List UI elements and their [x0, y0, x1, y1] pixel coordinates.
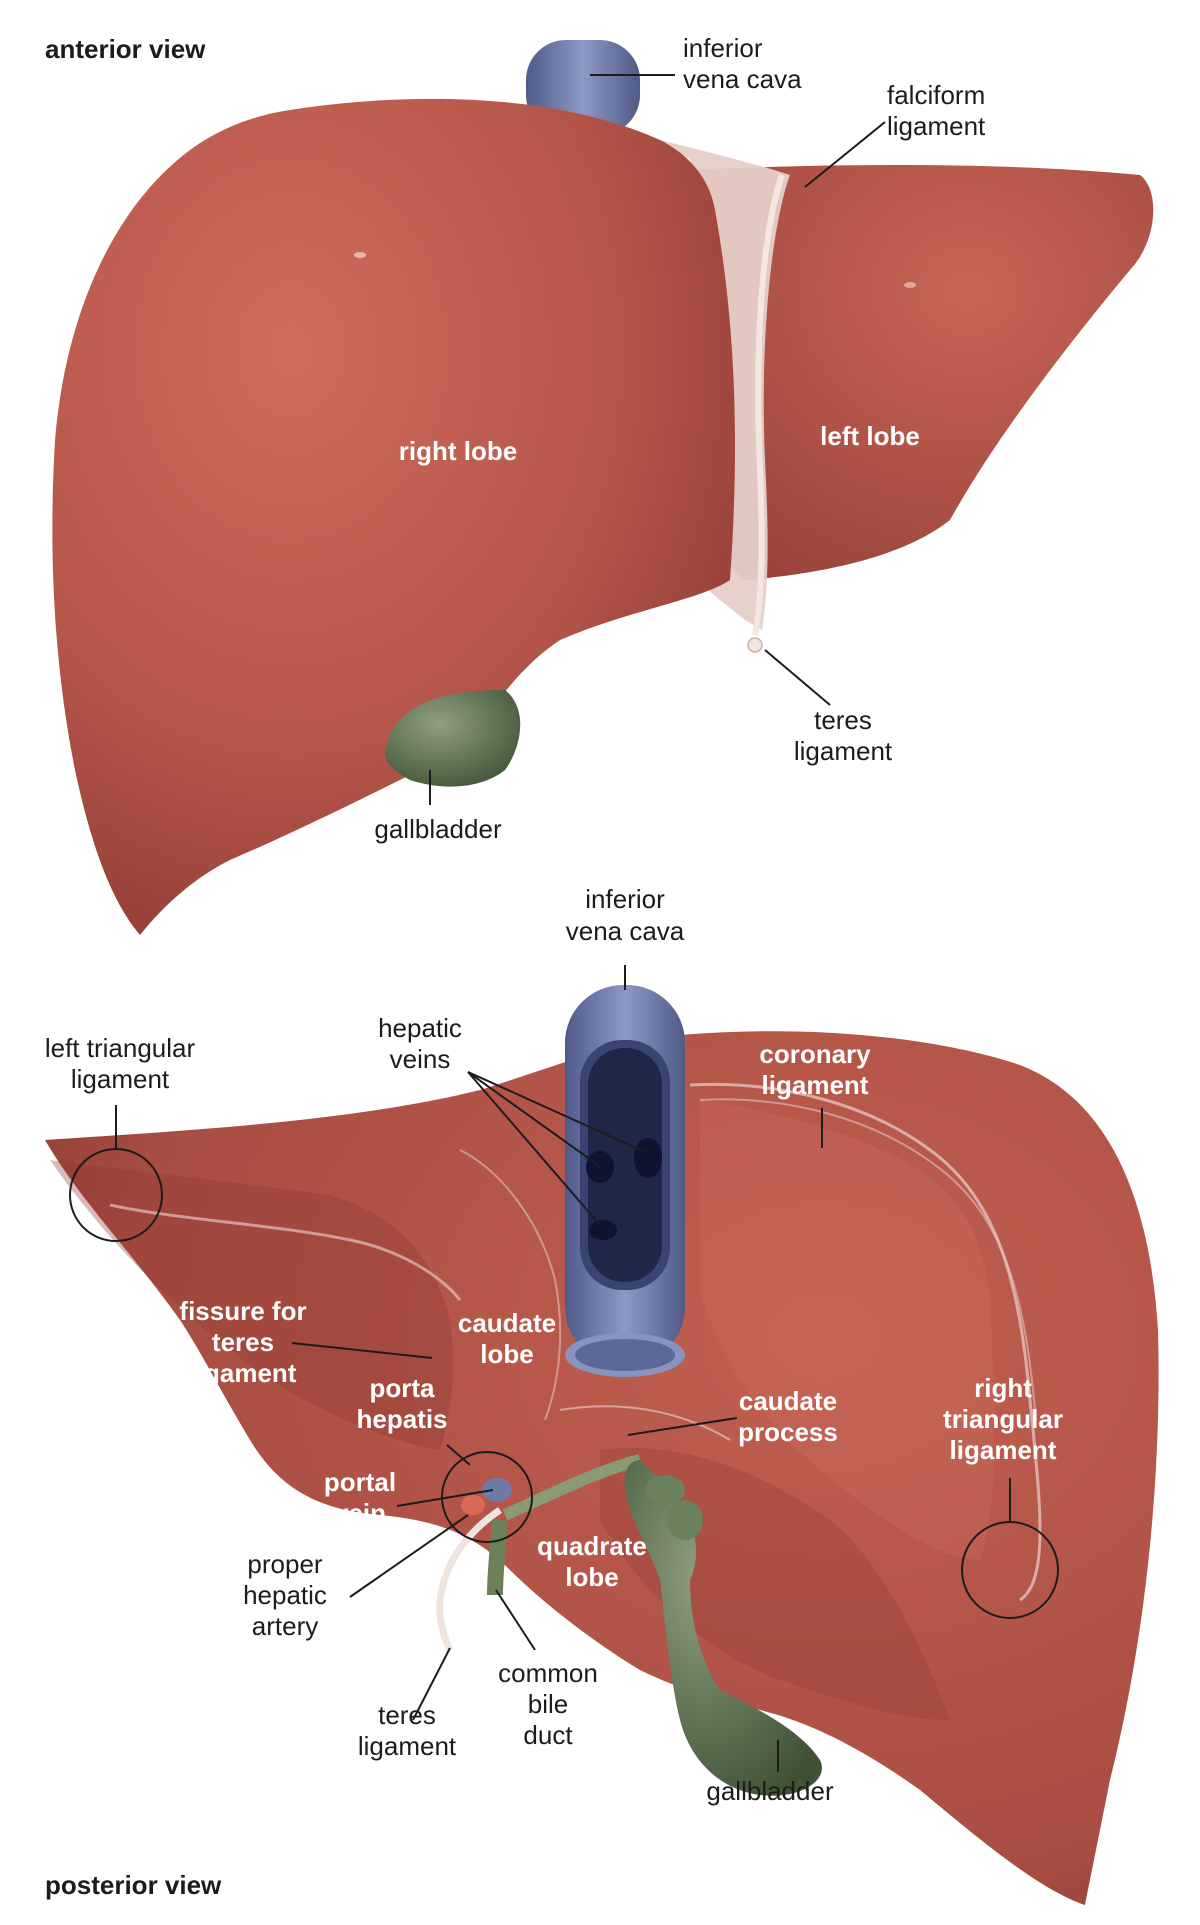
anterior-gallbladder	[384, 690, 521, 787]
leader-falciform	[804, 121, 886, 188]
leader-teres-posterior	[412, 1647, 451, 1721]
proper-hepatic-artery-label-1: proper	[247, 1549, 322, 1579]
common-bile-duct-label-3: duct	[523, 1720, 573, 1750]
leader-porta-hepatis	[446, 1444, 471, 1466]
left-lobe-label: left lobe	[820, 421, 920, 451]
fissure-teres-label-2: teres	[212, 1327, 274, 1357]
posterior-inferior-vena-cava	[565, 985, 685, 1377]
portal-vein-label-1: portal	[324, 1467, 396, 1497]
leader-teres-anterior	[764, 649, 831, 706]
proper-hepatic-artery-label-2: hepatic	[243, 1580, 327, 1610]
leader-fissure-teres	[291, 1342, 433, 1359]
quadrate-lobe-label-2: lobe	[565, 1562, 618, 1592]
proper-hepatic-artery-label-3: artery	[252, 1611, 318, 1641]
porta-hepatis-label-2: hepatis	[356, 1404, 447, 1434]
leader-common-bile-duct	[495, 1589, 536, 1651]
porta-hepatis-label-1: porta	[370, 1373, 436, 1403]
caudate-process-label-2: process	[738, 1417, 838, 1447]
caudate-lobe-label-2: lobe	[480, 1339, 533, 1369]
anterior-view: anterior view inferior vena cava falcifo…	[45, 33, 1154, 935]
anterior-left-lobe-shape	[690, 165, 1154, 580]
right-triangular-label-3: ligament	[950, 1435, 1057, 1465]
anterior-view-title: anterior view	[45, 34, 206, 64]
leader-portal-vein	[396, 1489, 494, 1507]
anterior-right-lobe-shape	[52, 98, 736, 935]
portal-vein-label-2: vein	[334, 1498, 386, 1528]
gallbladder-label-posterior: gallbladder	[706, 1776, 834, 1806]
fissure-teres-label-1: fissure for	[179, 1296, 306, 1326]
leader-caudate-process	[627, 1417, 738, 1436]
caudate-process-label-1: caudate	[739, 1386, 837, 1416]
leader-hepatic-vein-3	[467, 1071, 601, 1226]
teres-label-anterior-2: ligament	[794, 736, 893, 766]
leader-proper-hepatic-artery	[349, 1514, 469, 1598]
falciform-label-2: ligament	[887, 111, 986, 141]
leader-hepatic-vein-1	[467, 1071, 599, 1166]
posterior-view: inferior vena cava hepatic veins left tr…	[45, 884, 1159, 1905]
leader-hepatic-vein-2	[467, 1071, 646, 1153]
ivc-label-anterior-1: inferior	[683, 33, 763, 63]
hepatic-veins-label-1: hepatic	[378, 1013, 462, 1043]
caudate-lobe-label-1: caudate	[458, 1308, 556, 1338]
teres-label-posterior-2: ligament	[358, 1731, 457, 1761]
left-triangular-label-2: ligament	[71, 1064, 170, 1094]
fissure-teres-label-3: ligament	[190, 1358, 297, 1388]
right-triangular-label-2: triangular	[943, 1404, 1063, 1434]
coronary-label-2: ligament	[762, 1070, 869, 1100]
common-bile-duct-label-2: bile	[528, 1689, 568, 1719]
falciform-label-1: falciform	[887, 80, 985, 110]
right-triangular-label-1: right	[974, 1373, 1032, 1403]
coronary-label-1: coronary	[759, 1039, 871, 1069]
gallbladder-label-anterior: gallbladder	[374, 814, 502, 844]
ivc-label-anterior-2: vena cava	[683, 64, 802, 94]
ivc-label-posterior-1: inferior	[585, 884, 665, 914]
teres-label-posterior-1: teres	[378, 1700, 436, 1730]
posterior-gallbladder	[624, 1460, 822, 1796]
ivc-label-posterior-2: vena cava	[566, 916, 685, 946]
common-bile-duct-label-1: common	[498, 1658, 598, 1688]
hepatic-veins-label-2: veins	[390, 1044, 451, 1074]
quadrate-lobe-label-1: quadrate	[537, 1531, 647, 1561]
teres-label-anterior-1: teres	[814, 705, 872, 735]
left-triangular-label-1: left triangular	[45, 1033, 196, 1063]
porta-hepatis-circle	[441, 1451, 533, 1543]
right-lobe-label: right lobe	[399, 436, 517, 466]
posterior-view-title: posterior view	[45, 1870, 222, 1900]
